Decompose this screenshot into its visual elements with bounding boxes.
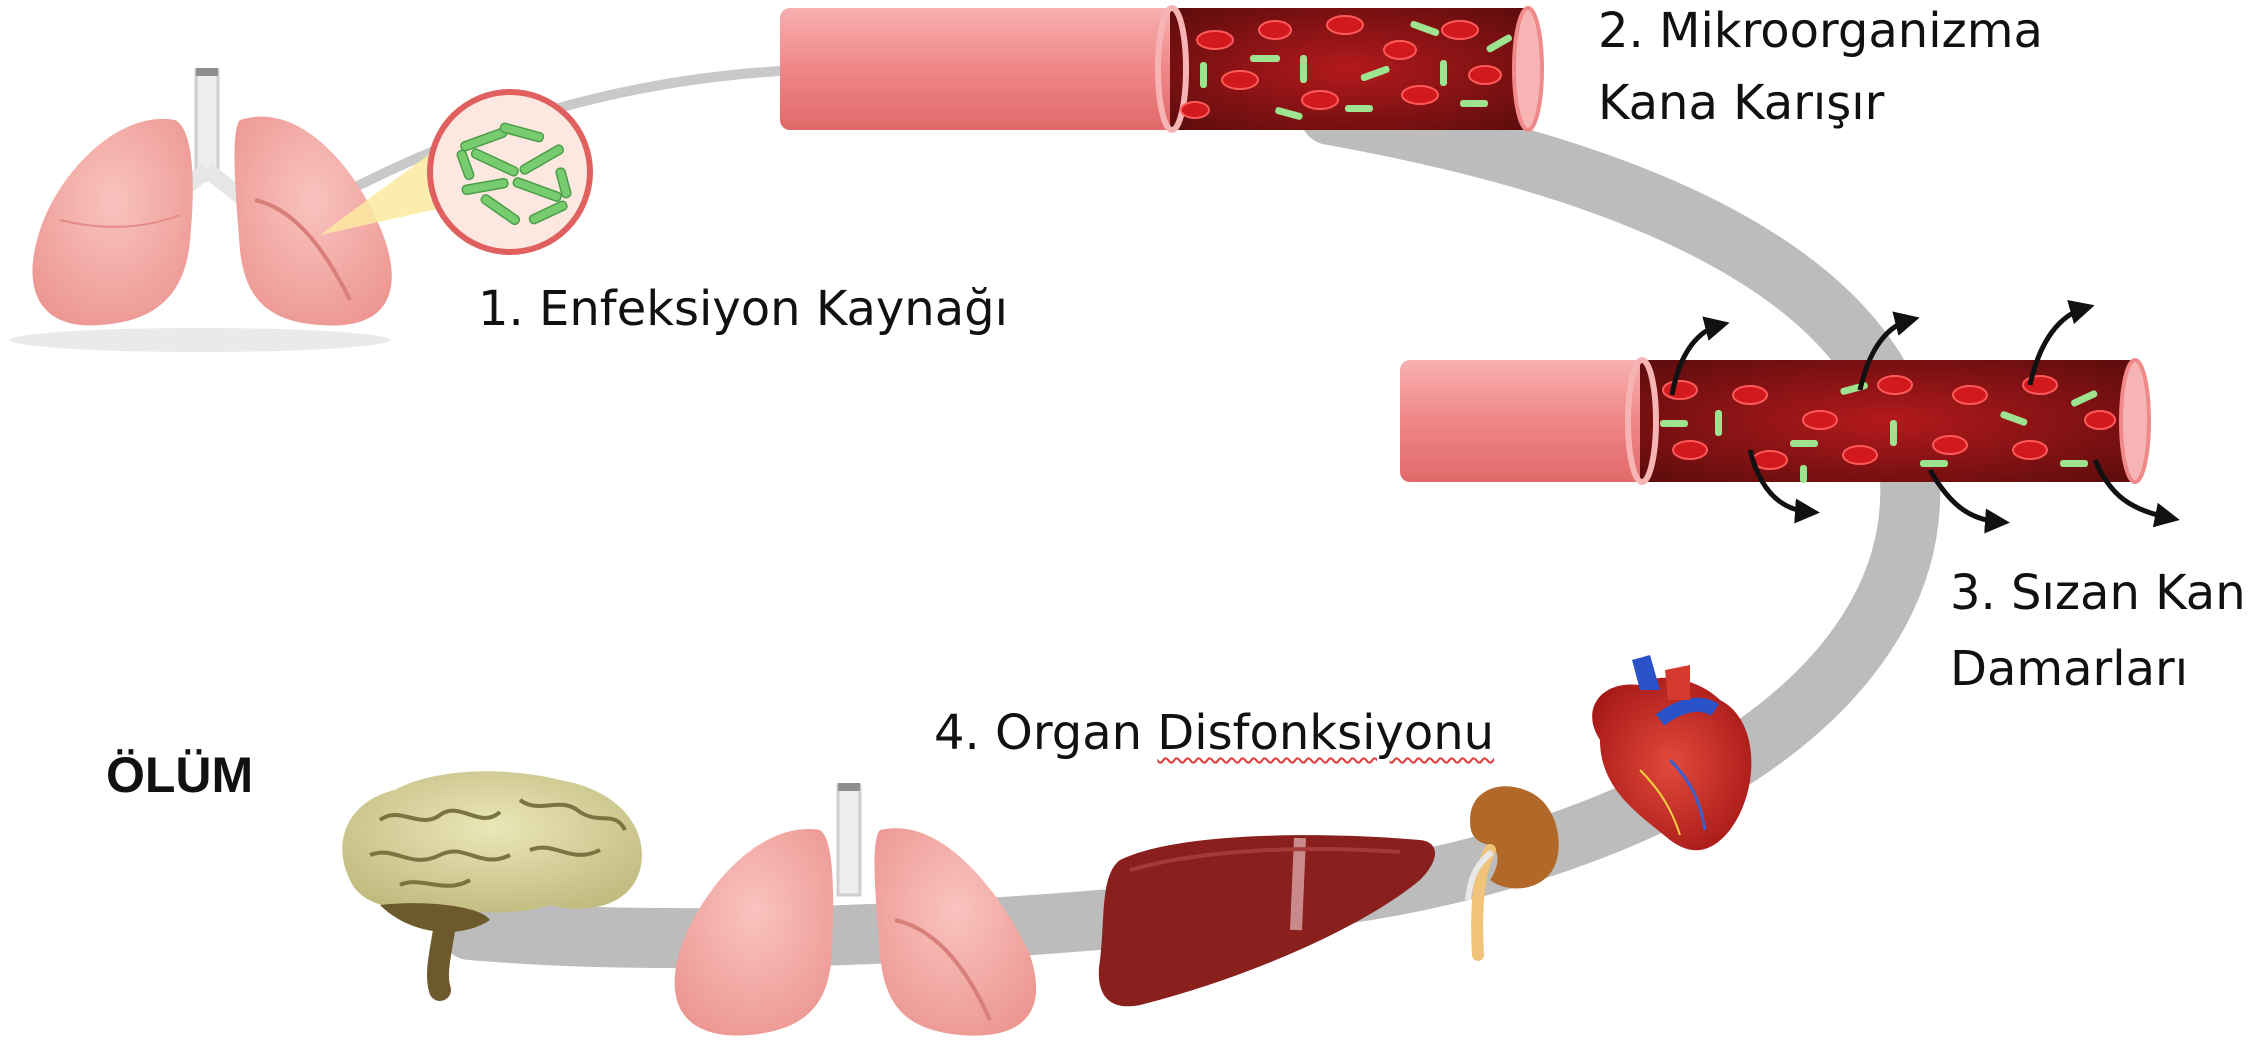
step-2-label-line2: Kana Karışır bbox=[1598, 70, 1884, 136]
liver-icon bbox=[1099, 835, 1435, 1006]
step-4-label-word: Disfonksiyonu bbox=[1157, 705, 1494, 761]
blood-vessel-bacteria-icon bbox=[780, 8, 1542, 130]
step-3-label-line2: Damarları bbox=[1950, 636, 2188, 702]
step-4-label: 4. Organ Disfonksiyonu bbox=[934, 700, 1494, 766]
lungs-source-icon bbox=[10, 68, 392, 352]
leaky-blood-vessel-icon bbox=[1400, 308, 2170, 522]
step-2-label-line1: 2. Mikroorganizma bbox=[1598, 0, 2043, 64]
step-4-label-prefix: 4. Organ bbox=[934, 705, 1157, 761]
kidney-icon bbox=[1468, 786, 1559, 955]
step-3-label-line1: 3. Sızan Kan bbox=[1950, 560, 2246, 626]
death-label: ÖLÜM bbox=[106, 742, 253, 808]
step-1-label: 1. Enfeksiyon Kaynağı bbox=[478, 276, 1008, 342]
